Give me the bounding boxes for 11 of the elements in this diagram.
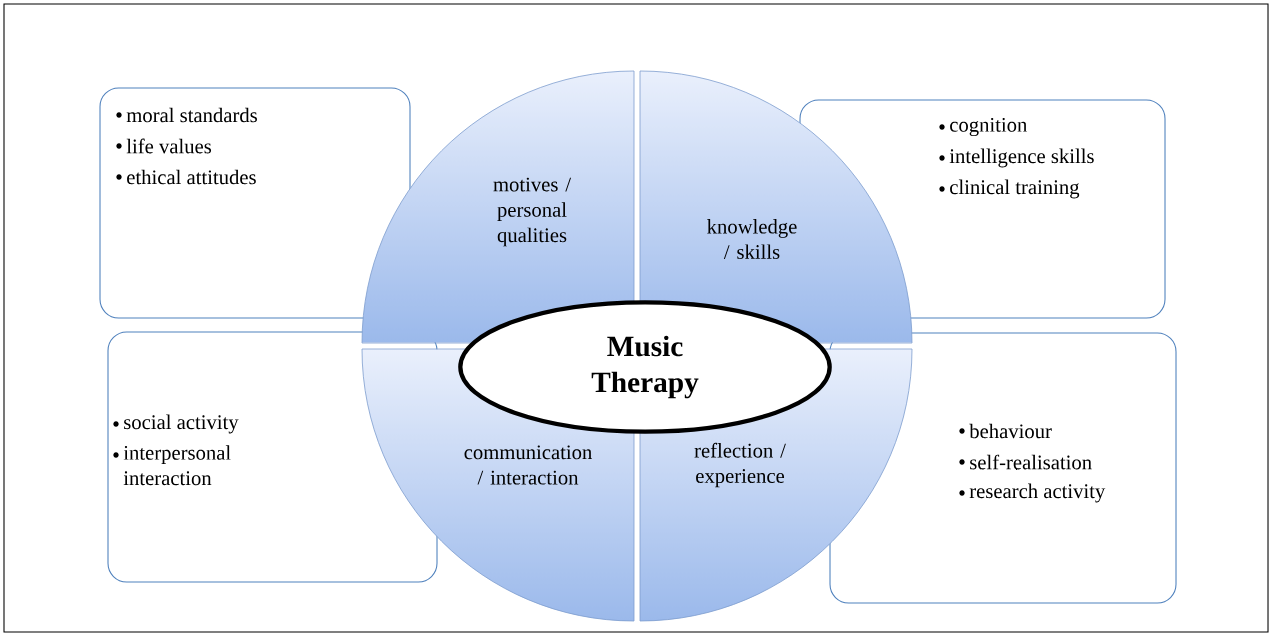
bullet-item: social activity (113, 414, 239, 434)
bullet-item: intelligence skills (939, 148, 1094, 168)
bullet-item: ethical attitudes (116, 169, 256, 185)
bullet-item: moral standards (116, 107, 257, 123)
bullet-item: life values (116, 138, 212, 154)
bullet-item: clinical training (939, 179, 1080, 199)
bullet-item: interpersonal interaction (113, 445, 231, 486)
bullet-item: self-realisation (959, 454, 1092, 470)
bullet-item: behaviour (959, 423, 1052, 439)
bullet-item: research activity (959, 483, 1106, 503)
bullet-item: cognition (939, 117, 1028, 137)
